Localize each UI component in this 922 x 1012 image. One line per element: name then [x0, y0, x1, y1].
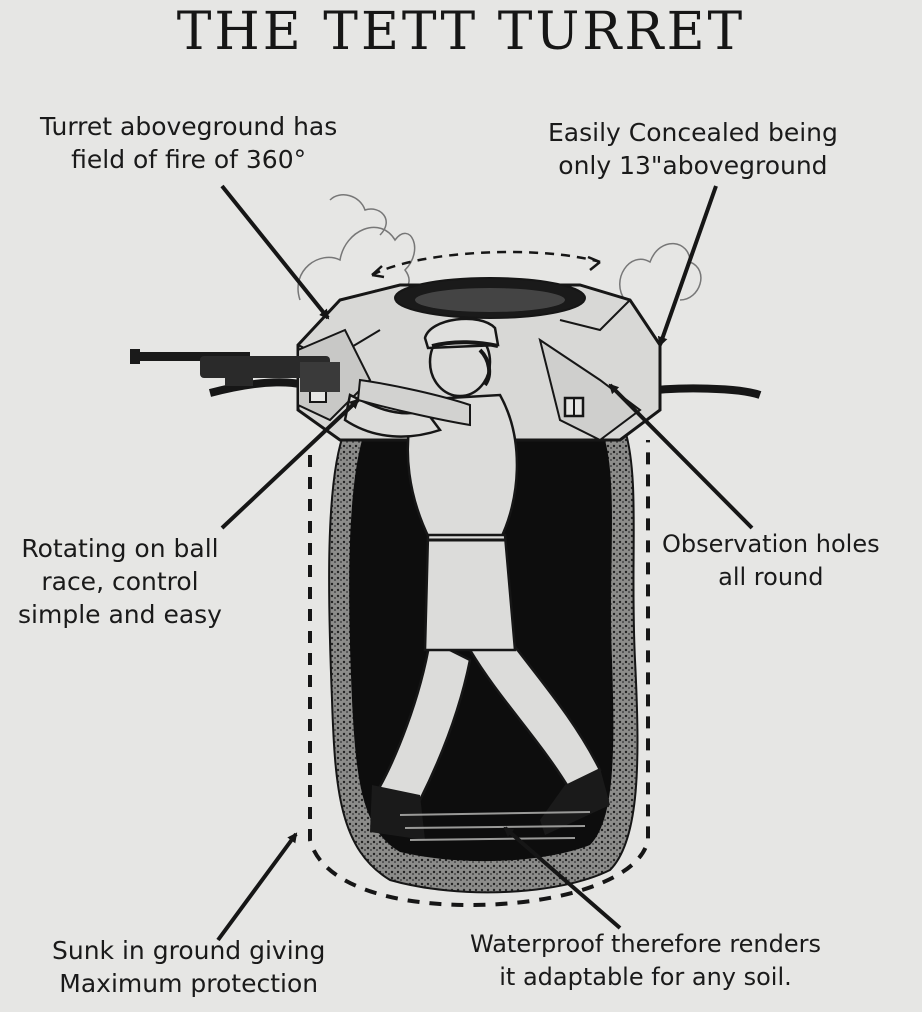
label-easily-concealed: Easily Concealed being only 13"abovegrou… — [548, 116, 838, 182]
label-observation-holes: Observation holes all round — [662, 528, 880, 594]
rotation-arc — [371, 250, 601, 277]
label-rotating-ball-race-line1: Rotating on ball — [21, 534, 219, 563]
label-observation-holes-line1: Observation holes — [662, 530, 880, 558]
label-field-of-fire-line1: Turret aboveground has — [40, 112, 338, 141]
soldier-illustration — [343, 317, 610, 840]
label-field-of-fire-line2: field of fire of 360° — [71, 145, 307, 174]
label-easily-concealed-line2: only 13"aboveground — [558, 151, 828, 180]
arrow-bottom-right — [503, 826, 622, 930]
label-waterproof: Waterproof therefore renders it adaptabl… — [470, 928, 821, 994]
arrow-mid-right — [608, 383, 754, 530]
arrow-top-right — [657, 185, 718, 347]
arrow-bottom-left — [216, 832, 298, 942]
label-sunk-in-ground-line1: Sunk in ground giving — [52, 936, 326, 965]
smoke-cloud-right — [619, 242, 702, 301]
label-easily-concealed-line1: Easily Concealed being — [548, 118, 838, 147]
smoke-cloud-left — [297, 194, 416, 301]
label-observation-holes-line2: all round — [718, 563, 824, 591]
label-waterproof-line2: it adaptable for any soil. — [499, 963, 792, 991]
label-rotating-ball-race-line3: simple and easy — [18, 600, 222, 629]
arrow-mid-left — [220, 398, 360, 530]
rifle-illustration — [130, 349, 340, 392]
pit-dashed-outline — [308, 440, 650, 908]
arrow-top-left — [220, 184, 330, 320]
page-title: THE TETT TURRET — [176, 2, 746, 62]
pit-floor-boards — [399, 811, 591, 841]
label-rotating-ball-race: Rotating on ball race, control simple an… — [18, 532, 222, 631]
label-field-of-fire: Turret aboveground has field of fire of … — [40, 110, 337, 176]
label-waterproof-line1: Waterproof therefore renders — [470, 930, 822, 958]
label-sunk-in-ground: Sunk in ground giving Maximum protection — [52, 934, 325, 1000]
label-rotating-ball-race-line2: race, control — [41, 567, 199, 596]
label-sunk-in-ground-line2: Maximum protection — [59, 969, 319, 998]
